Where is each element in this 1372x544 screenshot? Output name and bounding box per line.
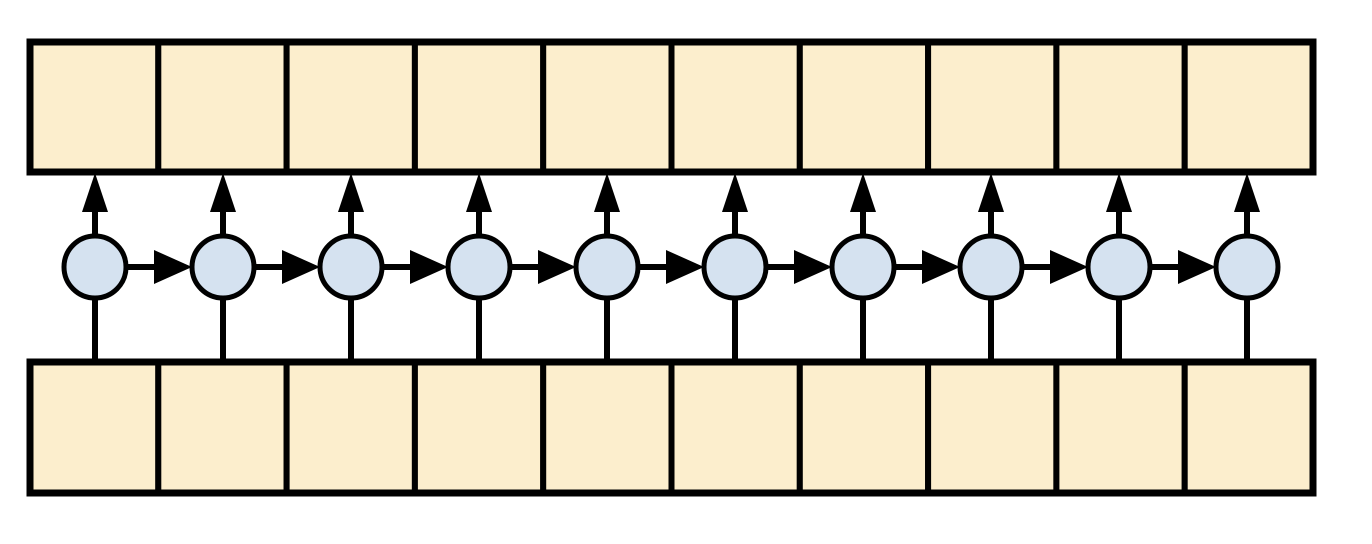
recurrent-unit-3[interactable] — [445, 233, 513, 301]
input-cell-1[interactable] — [155, 359, 290, 496]
output-cell-6[interactable] — [796, 39, 932, 175]
input-cell-3[interactable] — [411, 359, 547, 496]
unit-to-output-arrowhead-6 — [850, 173, 876, 212]
unit-to-output-arrowhead-1 — [210, 173, 236, 212]
unit-to-output-arrowhead-7 — [978, 173, 1004, 212]
output-cell-0[interactable] — [27, 39, 162, 175]
output-cell-8[interactable] — [1053, 39, 1188, 175]
output-cell-2[interactable] — [283, 39, 418, 175]
recurrent-unit-9[interactable] — [1213, 233, 1281, 301]
unit-to-unit-arrowhead-6 — [922, 250, 960, 284]
unit-to-output-arrow-group — [82, 173, 1260, 236]
recurrent-unit-5[interactable] — [701, 233, 769, 301]
unit-to-output-arrowhead-8 — [1106, 173, 1132, 212]
input-cell-5[interactable] — [668, 359, 803, 496]
output-cell-7[interactable] — [925, 39, 1060, 175]
unit-to-output-arrowhead-5 — [722, 173, 748, 212]
unit-to-unit-arrowhead-2 — [410, 250, 448, 284]
unit-to-unit-arrow-group — [126, 250, 1216, 284]
input-to-unit-line-group — [92, 298, 1250, 362]
output-cell-5[interactable] — [668, 39, 803, 175]
input-outline — [26, 358, 1317, 497]
recurrent-unit-1[interactable] — [189, 233, 257, 301]
unit-to-output-arrowhead-4 — [594, 173, 620, 212]
unit-to-output-arrowhead-3 — [466, 173, 492, 212]
unit-to-output-arrowhead-2 — [338, 173, 364, 212]
output-sequence-row — [26, 38, 1317, 176]
input-cell-0[interactable] — [27, 359, 162, 496]
unit-to-unit-arrowhead-8 — [1178, 250, 1216, 284]
output-cell-1[interactable] — [155, 39, 290, 175]
recurrent-unit-2[interactable] — [317, 233, 385, 301]
unit-to-unit-arrowhead-3 — [538, 250, 576, 284]
unit-to-output-arrowhead-9 — [1234, 173, 1260, 212]
input-cell-9[interactable] — [1181, 359, 1316, 496]
output-cell-4[interactable] — [540, 39, 675, 175]
unit-to-output-arrowhead-0 — [82, 173, 108, 212]
unit-to-unit-arrowhead-0 — [154, 250, 192, 284]
recurrent-unit-group — [61, 233, 1281, 301]
unit-to-unit-arrowhead-7 — [1050, 250, 1088, 284]
input-cell-4[interactable] — [540, 359, 675, 496]
output-outline — [26, 38, 1317, 176]
recurrent-unit-7[interactable] — [957, 233, 1025, 301]
output-cell-3[interactable] — [411, 39, 547, 175]
recurrent-unit-6[interactable] — [829, 233, 897, 301]
input-cell-6[interactable] — [796, 359, 932, 496]
output-cell-9[interactable] — [1181, 39, 1316, 175]
unit-to-unit-arrowhead-1 — [282, 250, 320, 284]
input-sequence-row — [26, 358, 1317, 497]
input-cell-2[interactable] — [283, 359, 418, 496]
unit-to-unit-arrowhead-5 — [794, 250, 832, 284]
input-cell-8[interactable] — [1053, 359, 1188, 496]
recurrent-unit-8[interactable] — [1085, 233, 1153, 301]
recurrent-unit-0[interactable] — [61, 233, 129, 301]
input-cell-7[interactable] — [925, 359, 1060, 496]
recurrent-unit-4[interactable] — [573, 233, 641, 301]
unit-to-unit-arrowhead-4 — [666, 250, 704, 284]
